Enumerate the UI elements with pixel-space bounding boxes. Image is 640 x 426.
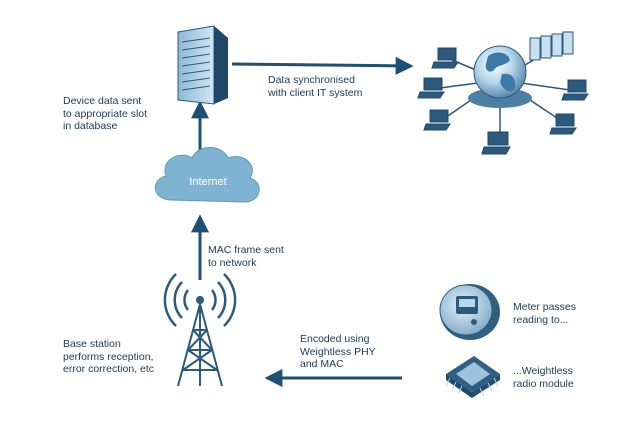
arrow-server-to-globe [231,56,414,75]
internet-cloud-icon: Internet [155,147,260,203]
label-mac-frame: MAC frame sent to network [208,244,284,269]
label-base-station: Base station performs reception, error c… [63,338,155,375]
label-encoded: Encoded using Weightless PHY and MAC [300,333,376,370]
label-module: ...Weightless radio module [513,365,574,390]
label-meter: Meter passes reading to... [513,301,577,326]
server-icon [177,25,228,105]
label-data-sync: Data synchronised with client IT system [268,74,363,99]
radio-module-chip-icon [445,356,500,398]
globe-network-icon [417,31,589,155]
label-device-data: Device data sent to appropriate slot in … [63,95,148,132]
internet-label: Internet [189,176,226,188]
base-station-tower-icon [163,273,237,387]
smart-meter-icon [439,284,500,340]
